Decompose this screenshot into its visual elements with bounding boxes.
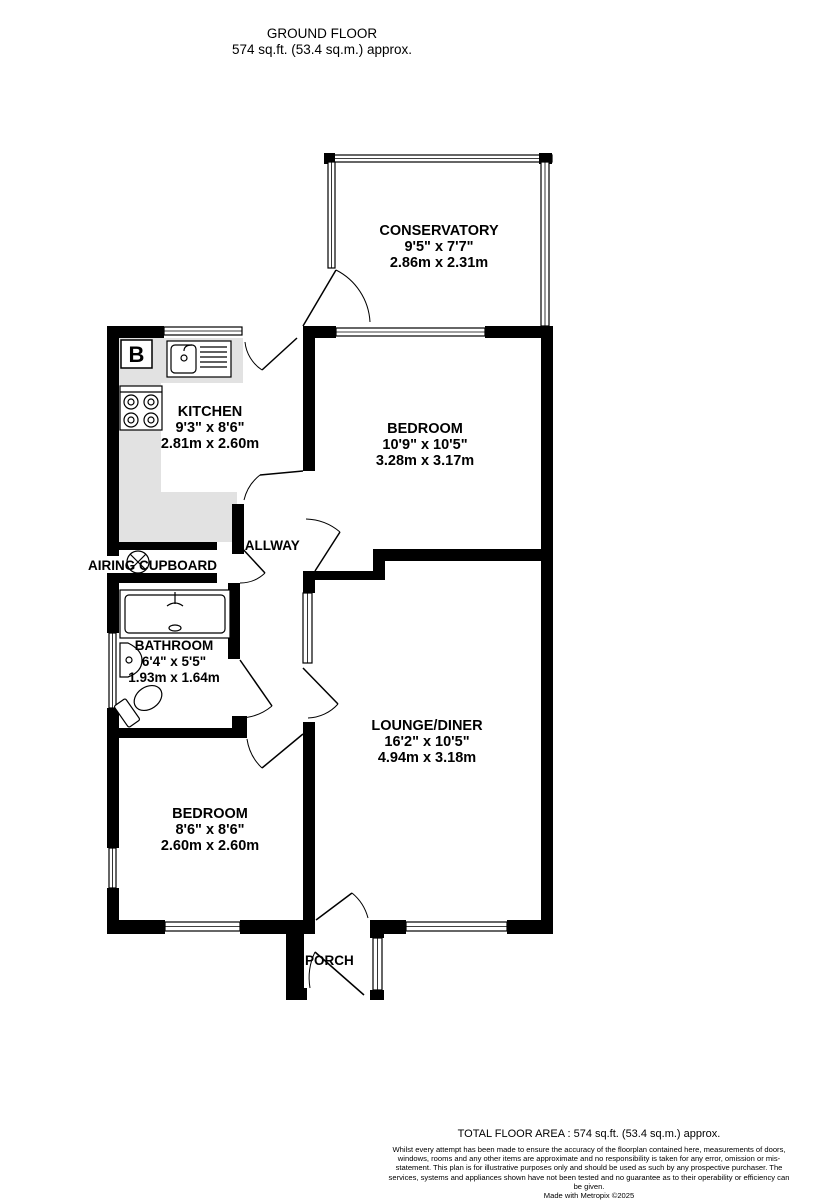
room-name: KITCHEN — [177, 404, 243, 420]
basin-icon — [119, 642, 143, 678]
conservatory-walls — [324, 153, 553, 327]
room-name: BEDROOM — [172, 806, 248, 822]
room-metric: 1.93m x 1.64m — [128, 670, 220, 685]
room-imperial: 16'2" x 10'5" — [384, 734, 470, 750]
floor-title: GROUND FLOOR — [266, 26, 378, 41]
room-conservatory: CONSERVATORY 9'5" x 7'7" 2.86m x 2.31m — [339, 223, 539, 271]
room-metric: 4.94m x 3.18m — [377, 750, 477, 766]
made-with-credit: Made with Metropix ©2025 — [543, 1191, 635, 1200]
disclaimer-text: Whilst every attempt has been made to en… — [388, 1145, 790, 1191]
bath-icon — [119, 589, 231, 639]
room-name: BEDROOM — [387, 421, 463, 437]
room-imperial: 10'9" x 10'5" — [382, 437, 468, 453]
room-metric: 2.86m x 2.31m — [389, 255, 489, 271]
room-name: BATHROOM — [134, 638, 214, 653]
room-imperial: 6'4" x 5'5" — [141, 654, 207, 669]
kitchen-sink-icon — [166, 340, 232, 378]
plan-header: GROUND FLOOR 574 sq.ft. (53.4 sq.m.) app… — [0, 26, 644, 58]
room-metric: 2.81m x 2.60m — [160, 436, 260, 452]
boiler-label: B — [129, 342, 145, 367]
plan-footer: TOTAL FLOOR AREA : 574 sq.ft. (53.4 sq.m… — [384, 1128, 794, 1200]
room-bathroom: BATHROOM 6'4" x 5'5" 1.93m x 1.64m — [84, 638, 264, 686]
floor-area: 574 sq.ft. (53.4 sq.m.) approx. — [231, 42, 413, 57]
walls — [107, 326, 553, 1000]
room-porch: PORCH — [305, 953, 354, 968]
room-lounge-diner: LOUNGE/DINER 16'2" x 10'5" 4.94m x 3.18m — [327, 718, 527, 766]
room-kitchen: KITCHEN 9'3" x 8'6" 2.81m x 2.60m — [110, 404, 310, 452]
boiler — [120, 339, 153, 369]
total-floor-area: TOTAL FLOOR AREA : 574 sq.ft. (53.4 sq.m… — [457, 1128, 721, 1140]
room-metric: 2.60m x 2.60m — [160, 838, 260, 854]
room-imperial: 9'3" x 8'6" — [175, 420, 245, 436]
room-bedroom-1: BEDROOM 10'9" x 10'5" 3.28m x 3.17m — [325, 421, 525, 469]
toilet-icon — [113, 684, 163, 728]
room-metric: 3.28m x 3.17m — [375, 453, 475, 469]
room-name: CONSERVATORY — [379, 223, 499, 239]
room-name: LOUNGE/DINER — [371, 718, 483, 734]
room-hallway: HALLWAY — [235, 538, 300, 553]
room-bedroom-2: BEDROOM 8'6" x 8'6" 2.60m x 2.60m — [110, 806, 310, 854]
room-imperial: 8'6" x 8'6" — [175, 822, 245, 838]
doors — [239, 269, 371, 996]
cylinder-icon — [126, 550, 150, 574]
hob-icon — [119, 385, 163, 431]
room-airing-cupboard: AIRING CUPBOARD — [88, 558, 218, 573]
room-imperial: 9'5" x 7'7" — [404, 239, 474, 255]
